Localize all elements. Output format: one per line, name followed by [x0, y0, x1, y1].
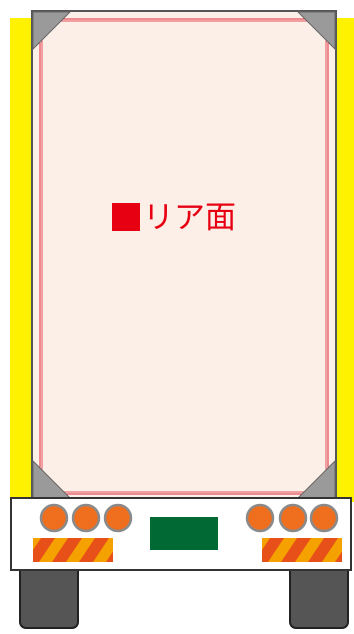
tail-lamp-left-3: [103, 503, 133, 533]
rear-face-label-text: リア面: [143, 200, 236, 236]
right-side-stripe: [336, 18, 354, 502]
rear-door-inner-border-2: [41, 20, 327, 493]
rear-face-label: リア面: [112, 198, 272, 238]
tail-lamp-right-1: [245, 503, 275, 533]
corner-fitting-top-left: [32, 11, 72, 51]
reflector-left: [33, 538, 113, 562]
tail-lamp-right-3: [309, 503, 339, 533]
corner-fitting-top-right: [296, 11, 336, 51]
tail-lamp-left-1: [39, 503, 69, 533]
rear-door-inner-border: [39, 18, 329, 495]
tail-lamp-left-2: [71, 503, 101, 533]
license-plate: [150, 517, 218, 550]
label-marker: [112, 203, 140, 231]
reflector-right: [262, 538, 342, 562]
tail-lamp-right-2: [278, 503, 308, 533]
left-side-stripe: [10, 18, 34, 502]
rear-door-panel: [31, 10, 337, 503]
